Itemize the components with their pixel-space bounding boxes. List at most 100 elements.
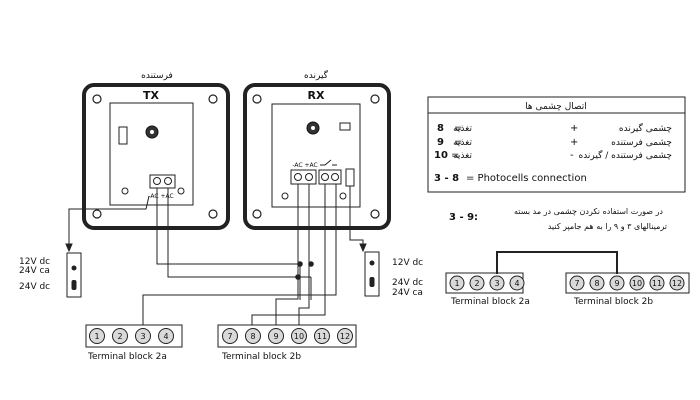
legend-row-2-desc: چشمی فرستنده: [611, 138, 672, 148]
wire-rx-relay-2: [142, 184, 337, 325]
tx-terminal-screw-1: [153, 177, 161, 185]
bottom-2b-terminal-label-9: 9: [273, 332, 278, 341]
tx-lens-center: [150, 130, 154, 134]
bottom-2a-terminal-label-2: 2: [117, 332, 122, 341]
legend-connection-num: 3 - 8: [434, 173, 459, 184]
legend-row-2-power: تغذیه: [453, 138, 472, 148]
legend-row-1-num: 8: [437, 123, 444, 134]
rx-led: [339, 122, 351, 131]
bottom-2a-terminal-label-4: 4: [163, 332, 168, 341]
rx-screw-top-left: [252, 94, 262, 104]
right-power-label-2: 24V dc: [392, 278, 423, 288]
right-power-pin-2: [369, 277, 375, 287]
jumper-2a-terminal-4: [509, 275, 525, 291]
legend-row-2-eq: =: [454, 137, 462, 148]
jumper-2a-terminal-label-3: 3: [494, 279, 499, 288]
tx-screw-top-right: [208, 94, 218, 104]
rx-relay-screw-2: [331, 173, 339, 181]
note-line-1: در صورت استفاده نکردن چشمی در مد بسته: [514, 207, 663, 216]
jumper-2b-terminal-label-10: 10: [632, 279, 642, 288]
rx-small-hole-2: [339, 192, 347, 200]
bottom-2a-terminal-3: [135, 328, 151, 344]
rx-screw-top-right: [370, 94, 380, 104]
junction-dot-3: [295, 274, 301, 280]
legend-row-3-sign: -: [570, 150, 574, 161]
jumper-block-2a-label: Terminal block 2a: [450, 297, 530, 307]
bottom-2b-terminal-10: [291, 328, 307, 344]
legend-row-2-sign: +: [570, 137, 578, 148]
tx-caption: فرستنده: [141, 71, 173, 81]
wire-tx-to-left-power: [68, 195, 150, 247]
rx-power-screw-1: [294, 173, 302, 181]
tx-terminal-screw-2: [164, 177, 172, 185]
wire-to-terminal-9: [299, 264, 312, 300]
rx-lens-center: [311, 126, 315, 130]
bottom-2b-terminal-11: [314, 328, 330, 344]
bottom-2b-terminal-12: [337, 328, 353, 344]
bottom-2b-terminal-8: [245, 328, 261, 344]
left-power-pin-1: [71, 265, 77, 271]
wiring: [65, 184, 367, 325]
bottom-block-2a-label: Terminal block 2a: [87, 352, 167, 362]
bottom-2b-terminal-label-7: 7: [227, 332, 232, 341]
junction-dot-2: [308, 261, 314, 267]
jumper-2a-terminal-label-4: 4: [514, 279, 519, 288]
jumper-2b-terminal-label-7: 7: [574, 279, 579, 288]
tx-dip-switch: [118, 126, 128, 145]
legend-row-2-num: 9: [437, 137, 444, 148]
left-power-connector: 12V dc 24V ca 24V dc: [19, 252, 82, 298]
tx-screw-bottom-left: [92, 209, 102, 219]
left-power-label-2: 24V ca: [19, 266, 50, 276]
rx-terminal-labels: -AC +AC: [292, 162, 317, 169]
jumper-2b-terminal-7: [569, 275, 585, 291]
rx-title: RX: [308, 89, 325, 102]
legend-row-1-desc: چشمی گیرنده: [619, 122, 672, 134]
rx-power-screw-2: [305, 173, 313, 181]
legend-row-1-power: تغذیه: [453, 124, 472, 134]
legend-row-3-eq: =: [451, 150, 459, 161]
tx-unit: فرستنده TX -AC +AC: [82, 71, 230, 230]
legend-title: اتصال چشمی ها: [525, 102, 587, 112]
jumper-2a-terminal-1: [449, 275, 465, 291]
right-power-label-1: 12V dc: [392, 258, 423, 268]
left-power-pin-2: [71, 280, 77, 290]
bottom-block-2b-label: Terminal block 2b: [221, 352, 301, 362]
bottom-2a-terminal-2: [112, 328, 128, 344]
right-power-label-3: 24V ca: [392, 288, 423, 298]
left-power-label-1: 12V dc: [19, 257, 50, 267]
tx-small-hole-1: [121, 187, 129, 195]
jumper-2a-terminal-3: [489, 275, 505, 291]
legend-connection-text: = Photocells connection: [466, 173, 587, 184]
jumper-2b-terminal-9: [609, 275, 625, 291]
tx-terminal-labels: -AC +AC: [148, 193, 173, 200]
note-num: 3 - 9:: [449, 212, 478, 223]
jumper-2b-terminal-label-11: 11: [652, 279, 662, 288]
legend-row-3-power: تغذیه: [453, 151, 472, 161]
rx-screw-bottom-left: [252, 209, 262, 219]
jumper-2a-terminal-label-1: 1: [454, 279, 459, 288]
jumper-note: 3 - 9: در صورت استفاده نکردن چشمی در مد …: [449, 207, 667, 231]
right-power-plug: [364, 251, 380, 297]
jumper-wire-3-to-9: [496, 251, 618, 274]
rx-small-hole-1: [281, 192, 289, 200]
rx-relay-screw-1: [321, 173, 329, 181]
tx-screw-top-left: [92, 94, 102, 104]
arrow-left-power: [65, 243, 73, 253]
legend-row-3-desc: چشمی فرستنده / گیرنده: [578, 149, 672, 161]
wire-rx-minus: [275, 184, 299, 325]
tx-title: TX: [143, 89, 160, 102]
bottom-2b-terminal-label-10: 10: [294, 332, 304, 341]
rx-screw-bottom-right: [370, 209, 380, 219]
left-power-plug: [66, 252, 82, 298]
bottom-2b-terminal-label-12: 12: [340, 332, 350, 341]
jumper-2a-terminal-label-2: 2: [474, 279, 479, 288]
legend-row-3-num: 10: [434, 150, 448, 161]
legend-box: اتصال چشمی ها 8 = تغذیه + چشمی گیرنده 9 …: [427, 96, 686, 193]
jumper-2b-terminal-8: [589, 275, 605, 291]
legend-row-1-eq: =: [454, 123, 462, 134]
arrow-right-power: [359, 243, 367, 253]
